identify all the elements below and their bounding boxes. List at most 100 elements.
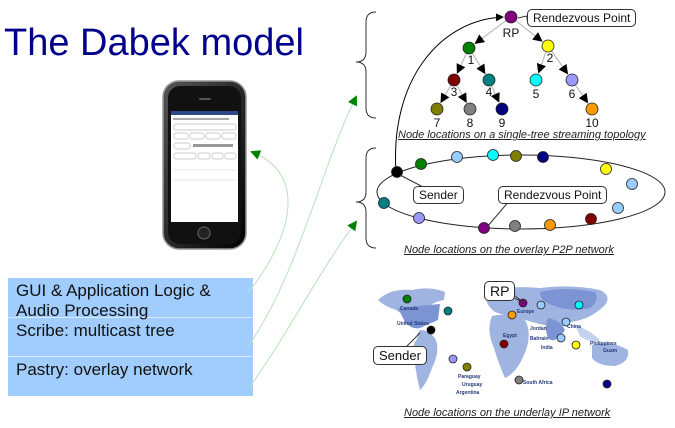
arrow-pastry-to-overlay — [249, 220, 358, 388]
ring-node — [415, 158, 427, 170]
tree-node-label: 4 — [486, 85, 493, 99]
layer-stack: GUI & Application Logic & Audio Processi… — [8, 278, 253, 396]
tree-node-5 — [529, 73, 543, 87]
ring-nodes — [378, 149, 638, 234]
layer-pastry: Pastry: overlay network — [16, 360, 193, 379]
tree-node-label: RP — [503, 26, 520, 40]
tree-edge — [471, 52, 486, 75]
tree-nodes: RP 1 2 3 4 5 6 7 8 9 10 — [430, 10, 599, 130]
map-node — [402, 294, 412, 304]
ring-node — [612, 202, 624, 214]
map-node — [426, 325, 436, 335]
sender-callout: Sender — [413, 186, 464, 204]
svg-text:Jordan: Jordan — [530, 326, 547, 332]
tree-edge — [574, 84, 589, 104]
svg-text:China: China — [567, 324, 581, 330]
ring-node — [478, 222, 490, 234]
tree-node-9 — [495, 102, 509, 116]
svg-text:South Africa: South Africa — [523, 380, 553, 386]
map-node — [514, 375, 524, 385]
ring-node — [487, 149, 499, 161]
ring-node — [391, 166, 403, 178]
svg-text:Philippines: Philippines — [590, 341, 617, 347]
tree-node-10 — [585, 102, 599, 116]
tree-node-label: 1 — [468, 53, 475, 67]
svg-text:Uruguay: Uruguay — [462, 382, 483, 388]
map-sender-callout: Sender — [373, 346, 427, 365]
tree-node-8 — [463, 102, 477, 116]
map-node — [499, 339, 509, 349]
tree-node-2 — [541, 39, 555, 53]
underlay-caption: Node locations on the underlay IP networ… — [404, 407, 611, 419]
tree-node-label: 10 — [585, 116, 599, 130]
map-node — [561, 317, 571, 327]
tree-edge — [536, 51, 547, 74]
tree-caption: Node locations on a single-tree streamin… — [398, 129, 646, 141]
tree-rp-callout: Rendezvous Point — [527, 9, 637, 27]
tree-edge — [456, 53, 467, 74]
svg-text:Europe: Europe — [517, 309, 534, 315]
ring-node — [600, 163, 612, 175]
ring-node — [585, 213, 597, 225]
ring-node — [413, 212, 425, 224]
brace-tree — [355, 11, 377, 119]
map-node — [507, 310, 517, 320]
ring-node — [537, 151, 549, 163]
map-node — [556, 333, 566, 343]
overlay-rp-callout: Rendezvous Point — [498, 186, 608, 204]
map-node — [571, 340, 581, 350]
tree-rp-callout-tail — [517, 15, 528, 20]
tree-node-label: 9 — [499, 116, 506, 130]
map-node — [462, 362, 472, 372]
tree-node-label: 3 — [451, 85, 458, 99]
sender-to-rp-arc — [395, 13, 504, 173]
tree-edge — [550, 50, 569, 75]
map-nodes — [402, 294, 612, 389]
tree-edge — [456, 84, 467, 104]
arrow-scribe-to-tree — [247, 95, 357, 348]
svg-text:Argentina: Argentina — [456, 390, 480, 396]
tree-node-3 — [447, 73, 461, 87]
ring-node — [378, 197, 390, 209]
svg-text:India: India — [541, 345, 553, 351]
svg-text:Canada: Canada — [400, 306, 418, 312]
map-rp-callout: RP — [484, 281, 516, 301]
arrow-gui-to-phone — [247, 150, 289, 294]
map-node — [602, 379, 612, 389]
svg-text:Paraguay: Paraguay — [458, 374, 481, 380]
svg-text:United States: United States — [397, 321, 429, 327]
map-node — [448, 354, 458, 364]
brace-overlay — [355, 147, 377, 249]
ring-node — [626, 178, 638, 190]
tree-node-4 — [482, 73, 496, 87]
smartphone-icon — [162, 80, 247, 250]
map-node — [574, 300, 584, 310]
tree-node-label: 5 — [533, 87, 540, 101]
tree-node-1 — [462, 41, 476, 55]
tree-node-label: 7 — [434, 116, 441, 130]
map-node — [536, 300, 546, 310]
tree-node-label: 6 — [569, 87, 576, 101]
tree-edge — [490, 85, 500, 103]
map-node — [443, 306, 453, 316]
tree-node-label: 8 — [467, 116, 474, 130]
tree-edge — [474, 20, 507, 44]
page-title: The Dabek model — [4, 22, 304, 64]
map-labels: Canada United States Paraguay Uruguay Ar… — [397, 306, 618, 396]
tree-node-RP — [504, 10, 518, 24]
svg-text:Guam: Guam — [603, 348, 618, 354]
ring-node — [510, 150, 522, 162]
svg-text:Egypt: Egypt — [503, 333, 517, 339]
overlay-caption: Node locations on the overlay P2P networ… — [404, 244, 614, 256]
ring-node — [451, 151, 463, 163]
ring-node — [544, 219, 556, 231]
svg-text:Bahrain: Bahrain — [530, 336, 549, 342]
tree-node-7 — [430, 102, 444, 116]
tree-node-label: 2 — [547, 51, 554, 65]
tree-edge — [440, 84, 452, 104]
layer-gui: GUI & Application Logic & Audio Processi… — [8, 278, 253, 320]
tree-edges — [440, 20, 589, 104]
layer-scribe: Scribe: multicast tree — [8, 318, 253, 357]
ring-node — [509, 220, 521, 232]
